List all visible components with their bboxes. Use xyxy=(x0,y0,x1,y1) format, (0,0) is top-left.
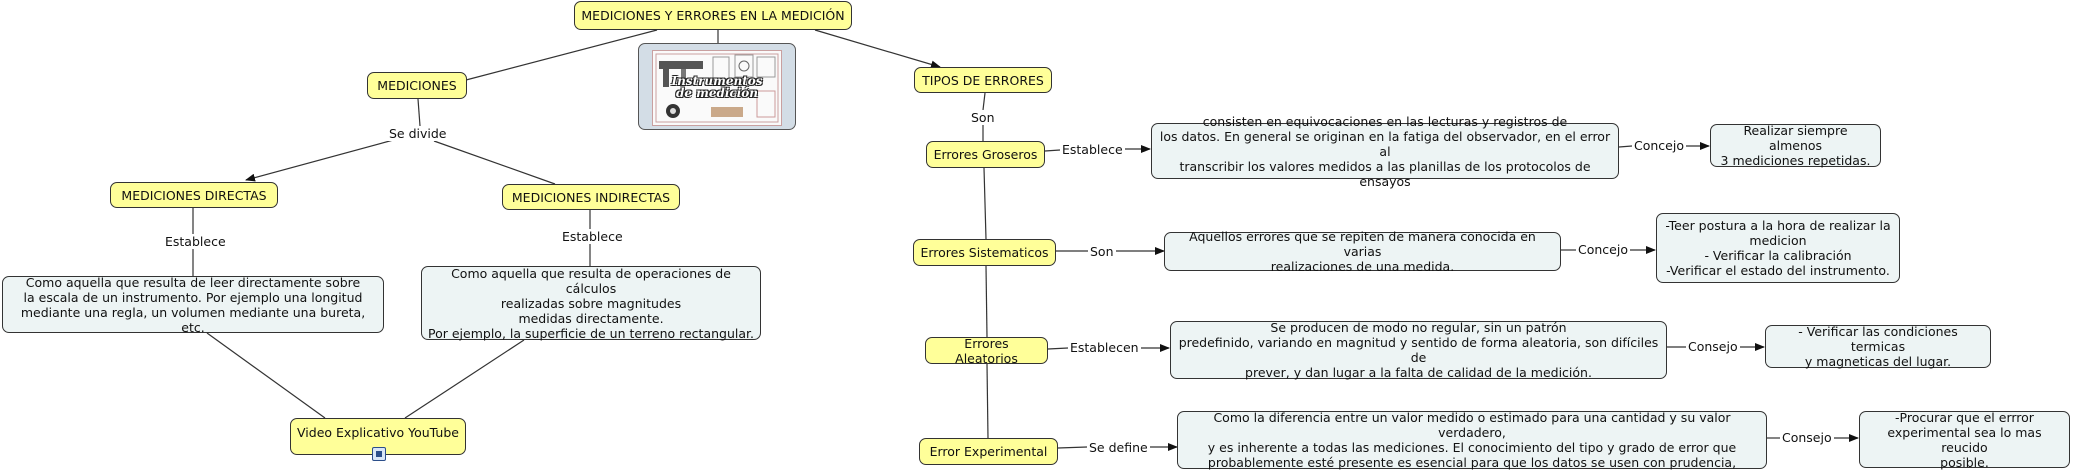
root-concept[interactable]: MEDICIONES Y ERRORES EN LA MEDICIÓN xyxy=(574,1,852,30)
tipos-errores-concept[interactable]: TIPOS DE ERRORES xyxy=(914,67,1052,93)
link-establecen-aleatorios[interactable]: Establecen xyxy=(1068,340,1141,355)
edge-spine-aleatorios-experimental xyxy=(986,363,989,439)
link-establece-indirectas[interactable]: Establece xyxy=(560,229,625,244)
instrumentos-caption: Instrumentos de medición xyxy=(671,74,763,100)
edge-groseros-establece xyxy=(1044,149,1061,152)
error-experimental-concept[interactable]: Error Experimental xyxy=(919,438,1058,465)
link-consejo-aleatorios[interactable]: Consejo xyxy=(1686,339,1740,354)
link-son-tipos[interactable]: Son xyxy=(969,110,997,125)
edge-mediciones-sedivide xyxy=(417,98,421,127)
errores-groseros-description[interactable]: consisten en equivocaciones en las lectu… xyxy=(1151,114,1619,189)
mediciones-directas-description[interactable]: Como aquella que resulta de leer directa… xyxy=(2,275,384,335)
error-experimental-advice[interactable]: -Procurar que el errror experimental sea… xyxy=(1859,410,2070,470)
mediciones-concept[interactable]: MEDICIONES xyxy=(367,72,467,99)
errores-aleatorios-advice[interactable]: - Verificar las condiciones termicas y m… xyxy=(1765,324,1991,369)
instrumentos-illustration xyxy=(655,53,779,123)
link-se-divide[interactable]: Se divide xyxy=(387,126,449,141)
edge-directasdesc-video xyxy=(206,332,326,419)
link-concejo-groseros[interactable]: Concejo xyxy=(1632,138,1686,153)
link-establece-groseros[interactable]: Establece xyxy=(1060,142,1125,157)
edge-aleatorios-establecen xyxy=(1047,347,1069,350)
mediciones-indirectas-description[interactable]: Como aquella que resulta de operaciones … xyxy=(421,266,761,341)
edge-root-tipos xyxy=(814,29,941,69)
edge-tipos-son xyxy=(982,92,986,111)
errores-sistematicos-description[interactable]: Aquellos errores que se repiten de maner… xyxy=(1164,229,1561,274)
errores-aleatorios-concept[interactable]: Errores Aleatorios xyxy=(925,336,1048,366)
video-attachment-icon[interactable] xyxy=(372,447,386,461)
link-se-define[interactable]: Se define xyxy=(1087,440,1150,455)
edge-sedivide-indirectas xyxy=(433,140,556,185)
error-experimental-description[interactable]: Como la diferencia entre un valor medido… xyxy=(1177,410,1767,470)
mediciones-indirectas-concept[interactable]: MEDICIONES INDIRECTAS xyxy=(502,184,680,210)
link-consejo-experimental[interactable]: Consejo xyxy=(1780,430,1834,445)
edge-spine-sistematicos-aleatorios xyxy=(985,265,988,338)
errores-sistematicos-advice[interactable]: -Teer postura a la hora de realizar la m… xyxy=(1656,213,1900,283)
edge-root-mediciones xyxy=(465,29,658,81)
edge-spine-groseros-sistematicos xyxy=(983,167,987,240)
edge-experimental-sedefine xyxy=(1057,446,1088,449)
instrumentos-image-node[interactable]: Instrumentos de medición xyxy=(638,43,796,130)
edge-groserosdesc-concejo xyxy=(1618,145,1633,148)
instrumentos-image: Instrumentos de medición xyxy=(652,50,782,126)
errores-groseros-advice[interactable]: Realizar siempre almenos 3 mediciones re… xyxy=(1710,123,1881,168)
link-concejo-sistematicos[interactable]: Concejo xyxy=(1576,242,1630,257)
edge-sedivide-directas xyxy=(245,138,398,182)
edge-indirectasdesc-video xyxy=(404,339,525,419)
errores-aleatorios-description[interactable]: Se producen de modo no regular, sin un p… xyxy=(1170,320,1667,380)
mediciones-directas-concept[interactable]: MEDICIONES DIRECTAS xyxy=(110,182,278,208)
errores-groseros-concept[interactable]: Errores Groseros xyxy=(926,141,1045,168)
link-establece-directas[interactable]: Establece xyxy=(163,234,228,249)
link-son-sistematicos[interactable]: Son xyxy=(1088,244,1116,259)
errores-sistematicos-concept[interactable]: Errores Sistematicos xyxy=(913,239,1056,266)
